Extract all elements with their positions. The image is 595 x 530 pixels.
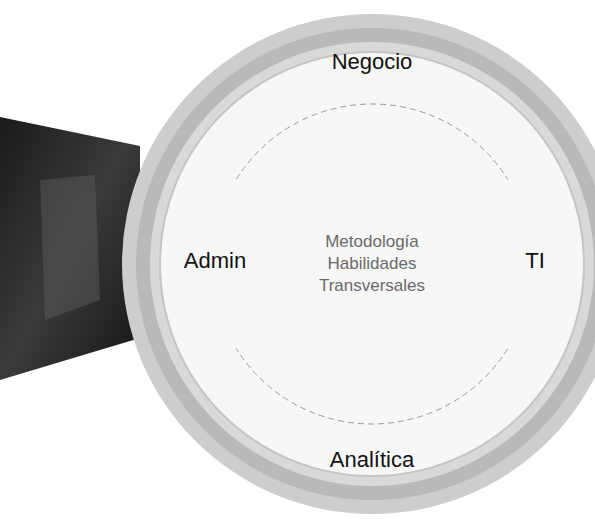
dashed-arc-bottom xyxy=(236,349,507,424)
middle-ring xyxy=(136,28,595,500)
ring-label: TI xyxy=(525,248,545,273)
center-label: Metodología Habilidades Transversales xyxy=(317,231,427,297)
ring-label: Analítica xyxy=(330,447,414,472)
white-disc xyxy=(160,52,584,476)
dashed-arc-top xyxy=(236,104,507,179)
dark-trapezoid xyxy=(0,117,140,380)
white-disc-edge xyxy=(160,52,584,476)
inner-ring xyxy=(150,42,594,486)
core-circle: Metodología Habilidades Transversales xyxy=(212,104,532,424)
ring-circle: NegocioAdmin TI Analítica Metodología Habil… xyxy=(122,14,595,514)
ring-label: Negocio xyxy=(332,49,413,74)
outer-ring xyxy=(122,14,595,514)
ring-label: Admin xyxy=(184,248,246,273)
trapezoid-sheen xyxy=(40,175,100,320)
